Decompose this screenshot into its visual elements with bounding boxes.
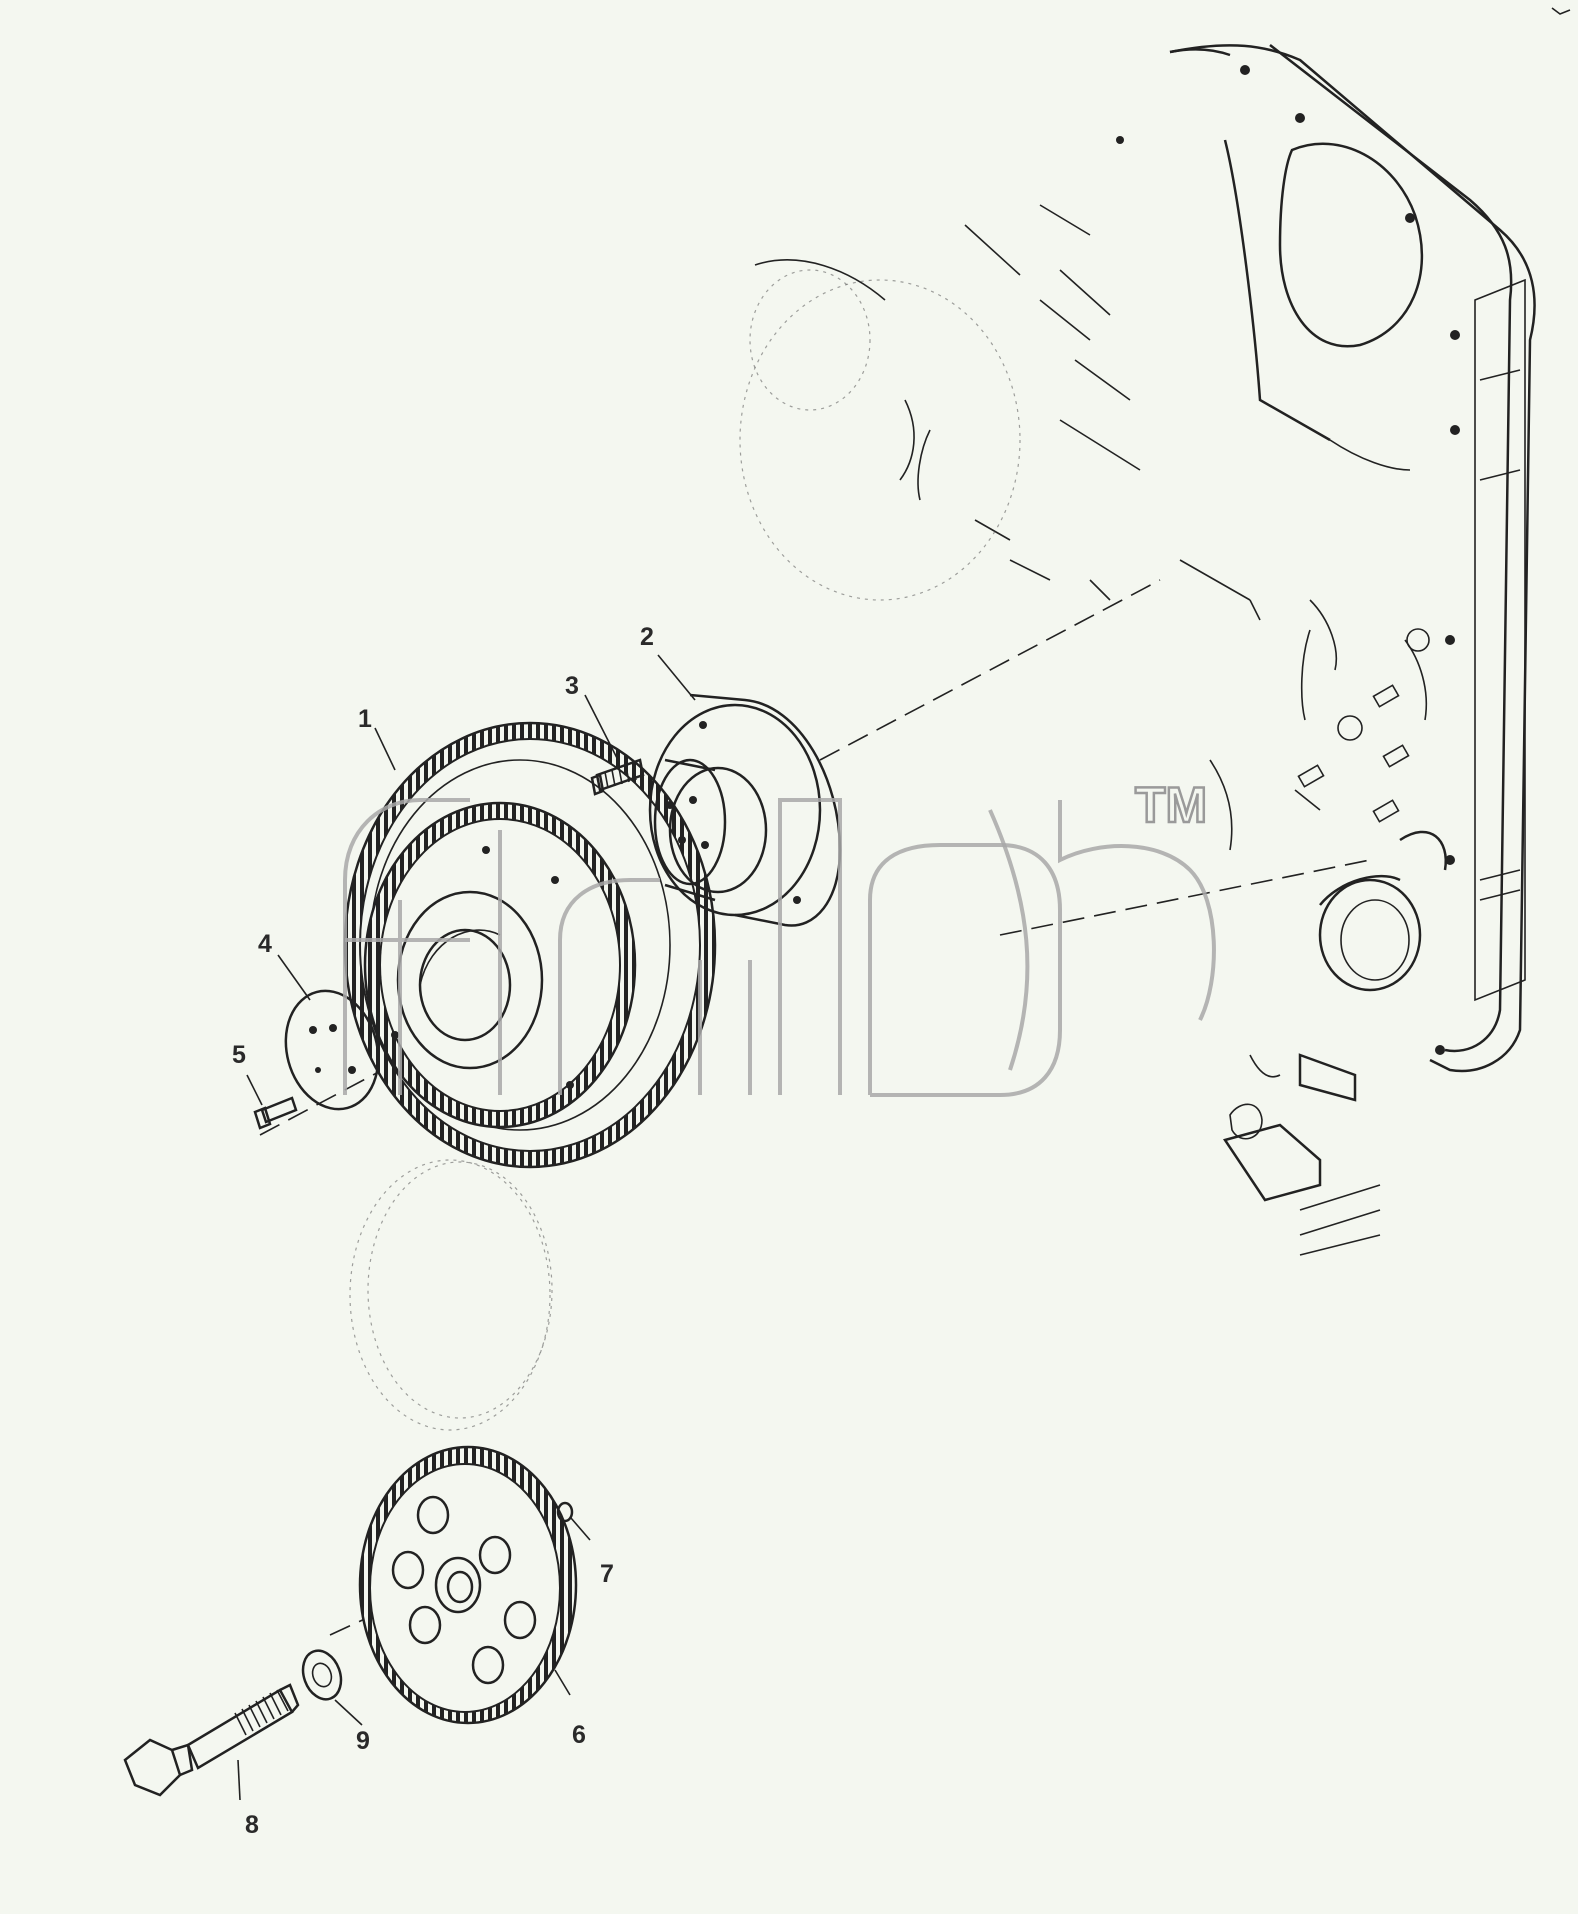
- timing-gear-housing: [754, 44, 1536, 1256]
- part-5-screw: [253, 1096, 298, 1130]
- part-8-hex-bolt: [123, 1683, 300, 1797]
- part-7-dowel-pin: [556, 1501, 591, 1541]
- callout-1: 1: [358, 705, 372, 733]
- callout-2: 2: [640, 623, 654, 651]
- corner-mark: [1551, 7, 1571, 15]
- callout-5: 5: [232, 1041, 246, 1069]
- part-6-idler-gear: [358, 1445, 578, 1725]
- part-3-bolt: [590, 758, 645, 796]
- callout-4: 4: [258, 930, 272, 958]
- watermark-logo: TM: [343, 776, 1216, 1097]
- part-9-washer: [301, 1649, 343, 1701]
- callout-3: 3: [565, 672, 579, 700]
- ghost-outline: [349, 269, 1021, 1431]
- callout-6: 6: [572, 1721, 586, 1749]
- callout-7: 7: [600, 1560, 614, 1588]
- part-4-thrust-plate: [284, 989, 380, 1111]
- callout-8: 8: [245, 1811, 259, 1839]
- trademark-symbol: TM: [1135, 777, 1207, 833]
- callout-9: 9: [356, 1727, 370, 1755]
